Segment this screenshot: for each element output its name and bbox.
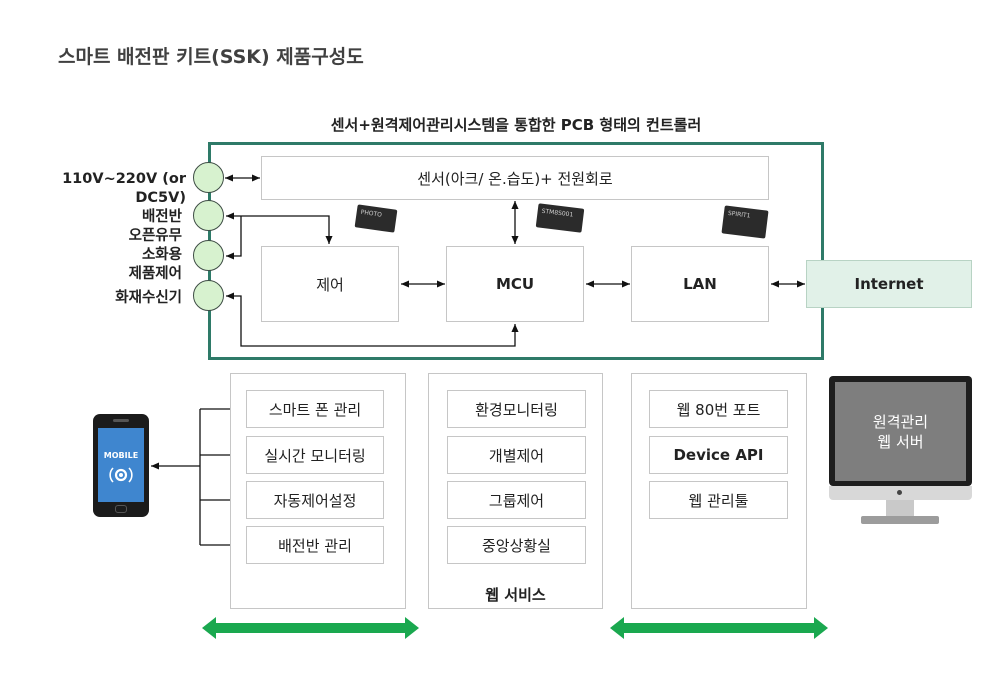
fire-receiver-label: 화재수신기 (115, 290, 182, 306)
server-device-api: Device API (649, 436, 788, 474)
phone-speaker (113, 419, 129, 422)
connector-sensing-1 (193, 200, 224, 231)
sensing-input-label: 배전반 오픈유무 소화용 제품제어 (60, 208, 182, 284)
control-to-sensing2-arrow (226, 216, 242, 260)
page-title: 스마트 배전판 키트(SSK) 제품구성도 (58, 46, 364, 68)
monitor-screen: 원격관리 웹 서버 (835, 382, 966, 481)
power-input-label: 110V~220V (or DC5V) (40, 170, 186, 208)
sensing-to-control-arrow (226, 212, 333, 244)
server-port-80: 웹 80번 포트 (649, 390, 788, 428)
phone-screen: MOBILE (98, 428, 144, 502)
feature-auto-control: 자동제어설정 (246, 481, 384, 519)
feature-smartphone-manage: 스마트 폰 관리 (246, 390, 384, 428)
internet-block: Internet (806, 260, 972, 308)
power-label-line2: DC5V) (135, 190, 186, 206)
connector-fire (193, 280, 224, 311)
monitor-logo-dot (897, 490, 902, 495)
phone-mobile-label: MOBILE (103, 451, 139, 460)
connector-sensing-2 (193, 240, 224, 271)
gear-icon (109, 467, 133, 483)
feature-realtime-monitor: 실시간 모니터링 (246, 436, 384, 474)
service-individual-control: 개별제어 (447, 436, 586, 474)
service-control-room: 중앙상황실 (447, 526, 586, 564)
controller-caption: 센서+원격제어관리시스템을 통합한 PCB 형태의 컨트롤러 (330, 116, 702, 134)
sensing-label-line3: 소화용 (141, 247, 182, 263)
monitor-stand-foot (861, 516, 939, 524)
sensing-label-line4: 제품제어 (128, 266, 182, 282)
server-web-admin-tool: 웹 관리툴 (649, 481, 788, 519)
service-group-control: 그룹제어 (447, 481, 586, 519)
lan-block: LAN (631, 246, 769, 322)
mcu-to-fire-arrow (226, 292, 519, 347)
monitor-stand-neck (886, 500, 914, 516)
connector-power (193, 162, 224, 193)
green-double-arrow-left (202, 617, 419, 639)
service-env-monitor: 환경모니터링 (447, 390, 586, 428)
feature-panel-manage: 배전반 관리 (246, 526, 384, 564)
phone-home-button (115, 505, 127, 513)
sensing-label-line1: 배전반 (141, 209, 182, 225)
web-services-label: 웹 서비스 (485, 586, 546, 604)
green-double-arrow-right (610, 617, 828, 639)
server-title-line1: 원격관리 (872, 412, 929, 431)
power-label-line1: 110V~220V (or (62, 171, 186, 187)
sensor-power-block: 센서(아크/ 온.습도)+ 전원회로 (261, 156, 769, 200)
server-title-line2: 웹 서버 (877, 432, 924, 451)
sensing-label-line2: 오픈유무 (128, 228, 182, 244)
